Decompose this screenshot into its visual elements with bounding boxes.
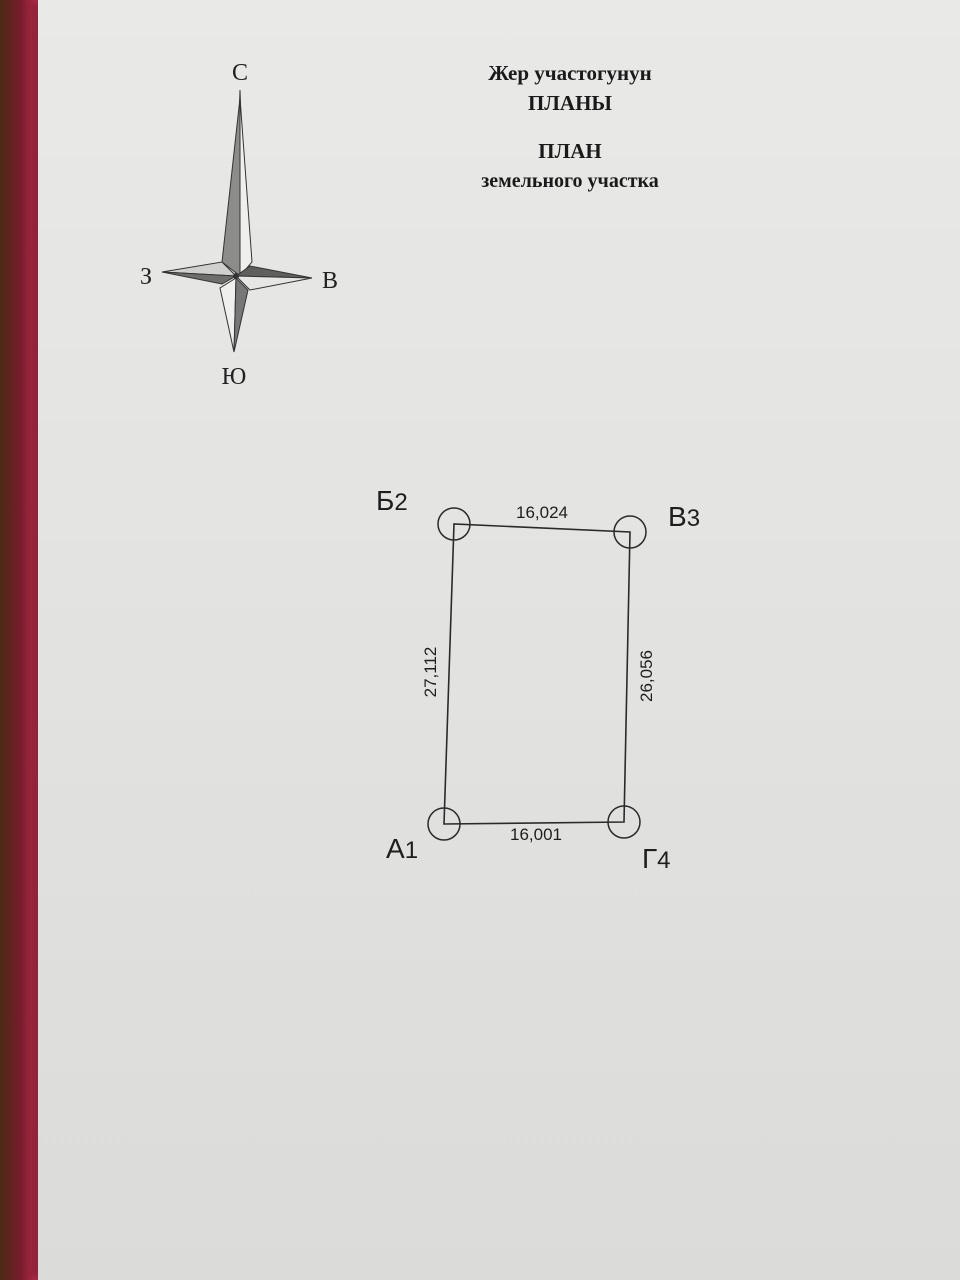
plot-boundary — [443, 523, 631, 825]
compass-west-label: З — [140, 264, 152, 290]
compass-east-label: В — [322, 268, 338, 294]
compass-south-label: Ю — [222, 364, 247, 390]
dimension-top: 16,024 — [516, 503, 568, 522]
point-label-g: Г4 — [642, 843, 671, 874]
title-russian-line2: земельного участка — [481, 170, 659, 192]
compass-north-label: С — [232, 60, 248, 86]
corner-marker-v — [613, 515, 647, 549]
corner-marker-a — [427, 807, 461, 841]
corner-marker-b — [437, 507, 471, 541]
point-label-v: В3 — [668, 501, 700, 532]
corner-marker-g — [607, 805, 641, 839]
dimension-left: 27,112 — [421, 647, 440, 698]
dimension-right: 26,056 — [637, 650, 656, 702]
point-label-b: Б2 — [376, 485, 408, 516]
dimension-bottom: 16,001 — [510, 825, 562, 844]
document-title: Жер участогунун ПЛАНЫ ПЛАН земельного уч… — [420, 58, 720, 196]
document-page — [38, 0, 960, 1280]
point-label-a: А1 — [386, 833, 418, 864]
title-kyrgyz-line2: ПЛАНЫ — [527, 91, 613, 115]
compass-rose-icon — [161, 89, 313, 353]
title-russian-line1: ПЛАН — [538, 139, 602, 163]
title-kyrgyz-line1: Жер участогунун — [488, 61, 652, 85]
